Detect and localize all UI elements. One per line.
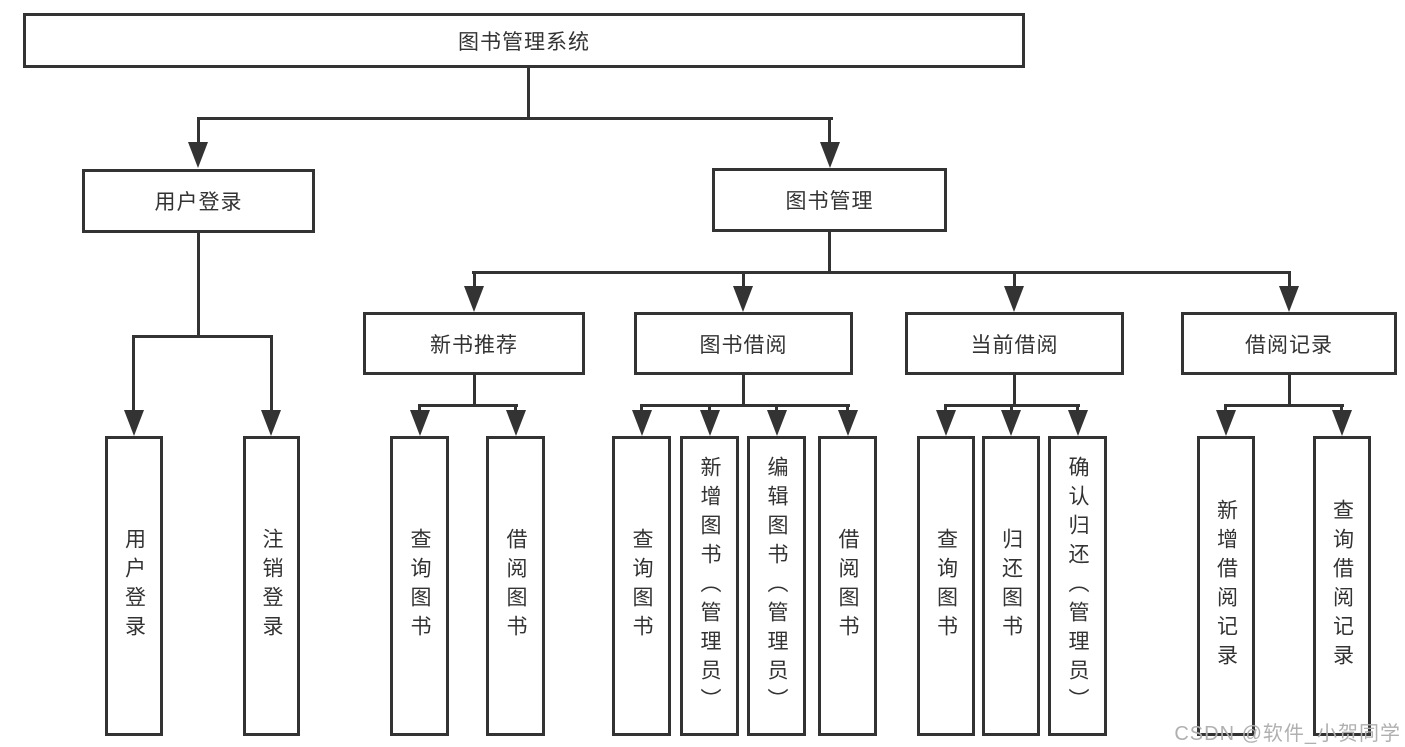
leaf-add-book-admin: 新增图书（管理员） bbox=[680, 436, 739, 736]
connector-level3-bar bbox=[472, 271, 1291, 274]
leaf-add-book-admin-label: 新增图书（管理员） bbox=[698, 455, 721, 717]
connector-current-borrow-drop-1 bbox=[944, 404, 947, 414]
arrow-down-icon bbox=[1216, 410, 1236, 436]
connector-borrow-record-drop-2 bbox=[1340, 404, 1343, 414]
connector-level2-drop-right bbox=[828, 117, 831, 145]
leaf-borrow-book: 借阅图书 bbox=[818, 436, 877, 736]
leaf-query-book-current: 查询图书 bbox=[917, 436, 975, 736]
leaf-logout-label: 注销登录 bbox=[260, 528, 283, 644]
arrow-down-icon bbox=[1001, 410, 1021, 436]
arrow-down-icon bbox=[632, 410, 652, 436]
csdn-watermark: CSDN @软件_小贺同学 bbox=[1174, 723, 1401, 745]
connector-borrow-record-stem bbox=[1288, 373, 1291, 407]
arrow-down-icon bbox=[767, 410, 787, 436]
node-user-login-label: 用户登录 bbox=[154, 191, 243, 214]
arrow-down-icon bbox=[1279, 286, 1299, 312]
connector-book-borrow-stem bbox=[742, 373, 745, 407]
node-current-borrow-label: 当前借阅 bbox=[970, 333, 1059, 357]
leaf-borrow-book-recommend: 借阅图书 bbox=[486, 436, 545, 736]
arrow-down-icon bbox=[936, 410, 956, 436]
node-borrow-record: 借阅记录 bbox=[1181, 312, 1397, 375]
arrow-down-icon bbox=[820, 142, 840, 168]
connector-book-borrow-drop-2 bbox=[708, 404, 711, 414]
connector-current-borrow-stem bbox=[1013, 373, 1016, 407]
arrow-down-icon bbox=[124, 410, 144, 436]
leaf-return-book: 归还图书 bbox=[982, 436, 1040, 736]
connector-new-book-bar bbox=[418, 404, 518, 407]
connector-new-book-drop-1 bbox=[418, 404, 421, 414]
leaf-query-book-current-label: 查询图书 bbox=[934, 528, 958, 644]
node-book-management: 图书管理 bbox=[712, 168, 947, 232]
node-current-borrow: 当前借阅 bbox=[905, 312, 1124, 375]
connector-book-borrow-drop-4 bbox=[846, 404, 849, 414]
connector-borrow-record-drop-1 bbox=[1224, 404, 1227, 414]
leaf-user-login-label: 用户登录 bbox=[122, 528, 146, 644]
leaf-query-book-recommend-label: 查询图书 bbox=[408, 528, 431, 644]
arrow-down-icon bbox=[261, 410, 281, 436]
node-borrow-record-label: 借阅记录 bbox=[1245, 333, 1333, 357]
leaf-edit-book-admin-label: 编辑图书（管理员） bbox=[765, 455, 788, 717]
connector-new-book-stem bbox=[473, 373, 476, 407]
leaf-query-borrow-record: 查询借阅记录 bbox=[1313, 436, 1371, 736]
leaf-logout: 注销登录 bbox=[243, 436, 300, 736]
connector-level3-drop-3 bbox=[1013, 271, 1016, 291]
connector-level2-drop-left bbox=[197, 117, 200, 145]
connector-borrow-record-bar bbox=[1224, 404, 1344, 407]
arrow-down-icon bbox=[464, 286, 484, 312]
connector-book-borrow-bar bbox=[640, 404, 850, 407]
arrow-down-icon bbox=[733, 286, 753, 312]
arrow-down-icon bbox=[506, 410, 526, 436]
connector-user-login-drop-1 bbox=[132, 335, 135, 414]
connector-new-book-drop-2 bbox=[514, 404, 517, 414]
arrow-down-icon bbox=[1332, 410, 1352, 436]
node-library-system-label: 图书管理系统 bbox=[458, 30, 590, 54]
connector-root-stem bbox=[527, 66, 530, 120]
arrow-down-icon bbox=[838, 410, 858, 436]
arrow-down-icon bbox=[410, 410, 430, 436]
arrow-down-icon bbox=[188, 142, 208, 168]
leaf-confirm-return-admin-label: 确认归还（管理员） bbox=[1066, 455, 1089, 717]
leaf-borrow-book-label: 借阅图书 bbox=[836, 528, 859, 644]
connector-current-borrow-drop-2 bbox=[1010, 404, 1013, 414]
leaf-query-book-recommend: 查询图书 bbox=[390, 436, 449, 736]
connector-current-borrow-drop-3 bbox=[1076, 404, 1079, 414]
leaf-add-borrow-record: 新增借阅记录 bbox=[1197, 436, 1255, 736]
leaf-edit-book-admin: 编辑图书（管理员） bbox=[747, 436, 806, 736]
connector-book-borrow-drop-3 bbox=[775, 404, 778, 414]
leaf-query-book-borrow: 查询图书 bbox=[612, 436, 671, 736]
node-new-book-recommend: 新书推荐 bbox=[363, 312, 585, 375]
node-book-borrow: 图书借阅 bbox=[634, 312, 853, 375]
connector-user-login-bar bbox=[132, 335, 273, 338]
connector-user-login-stem bbox=[197, 231, 200, 338]
leaf-confirm-return-admin: 确认归还（管理员） bbox=[1048, 436, 1107, 736]
leaf-query-borrow-record-label: 查询借阅记录 bbox=[1330, 499, 1354, 673]
leaf-user-login: 用户登录 bbox=[105, 436, 163, 736]
connector-level2-bar bbox=[197, 117, 833, 120]
arrow-down-icon bbox=[1068, 410, 1088, 436]
arrow-down-icon bbox=[1004, 286, 1024, 312]
connector-book-management-stem bbox=[828, 230, 831, 273]
node-new-book-recommend-label: 新书推荐 bbox=[430, 333, 518, 357]
connector-book-borrow-drop-1 bbox=[640, 404, 643, 414]
leaf-borrow-book-recommend-label: 借阅图书 bbox=[504, 528, 527, 644]
arrow-down-icon bbox=[700, 410, 720, 436]
connector-level3-drop-1 bbox=[473, 271, 476, 291]
leaf-add-borrow-record-label: 新增借阅记录 bbox=[1214, 499, 1238, 673]
leaf-return-book-label: 归还图书 bbox=[999, 528, 1023, 644]
connector-level3-drop-2 bbox=[742, 271, 745, 291]
node-user-login: 用户登录 bbox=[82, 169, 315, 233]
node-book-management-label: 图书管理 bbox=[785, 190, 874, 213]
node-library-system: 图书管理系统 bbox=[23, 13, 1025, 68]
connector-user-login-drop-2 bbox=[270, 335, 273, 414]
connector-level3-drop-4 bbox=[1288, 271, 1291, 291]
leaf-query-book-borrow-label: 查询图书 bbox=[630, 528, 653, 644]
node-book-borrow-label: 图书借阅 bbox=[699, 333, 788, 357]
